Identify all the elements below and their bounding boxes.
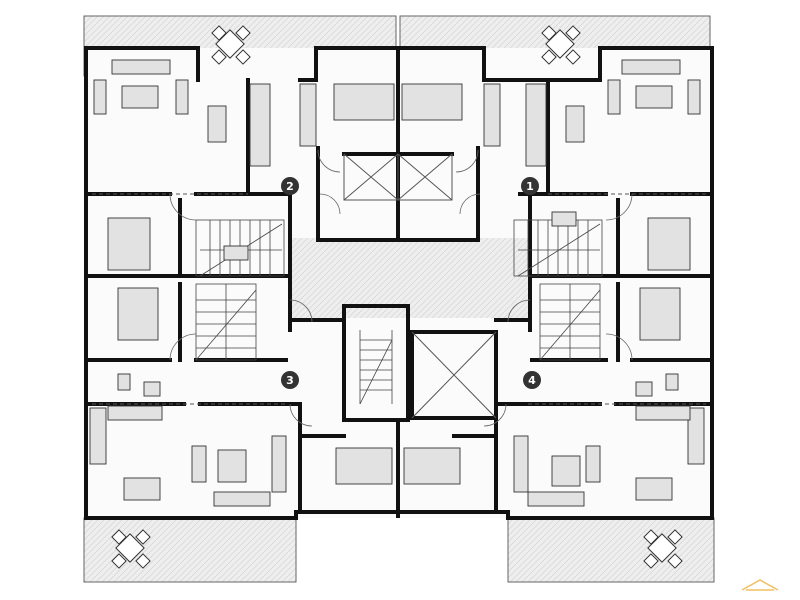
terrace-bottom-left bbox=[83, 517, 297, 583]
unit-stairs bbox=[195, 219, 603, 361]
unit-number: 2 bbox=[286, 180, 294, 193]
stair-core bbox=[359, 330, 393, 405]
unit-label-3: 3 bbox=[281, 371, 299, 389]
unit-number: 3 bbox=[286, 374, 294, 387]
door-swings bbox=[169, 149, 633, 427]
terrace-furniture bbox=[111, 25, 683, 569]
watermark-logo-icon bbox=[741, 579, 779, 591]
unit-label-1: 1 bbox=[521, 177, 539, 195]
unit-label-4: 4 bbox=[523, 371, 541, 389]
unit-number: 4 bbox=[528, 374, 536, 387]
unit-number: 1 bbox=[526, 180, 534, 193]
furniture bbox=[89, 59, 705, 507]
unit-label-2: 2 bbox=[281, 177, 299, 195]
terrace-bottom-right bbox=[507, 517, 715, 583]
